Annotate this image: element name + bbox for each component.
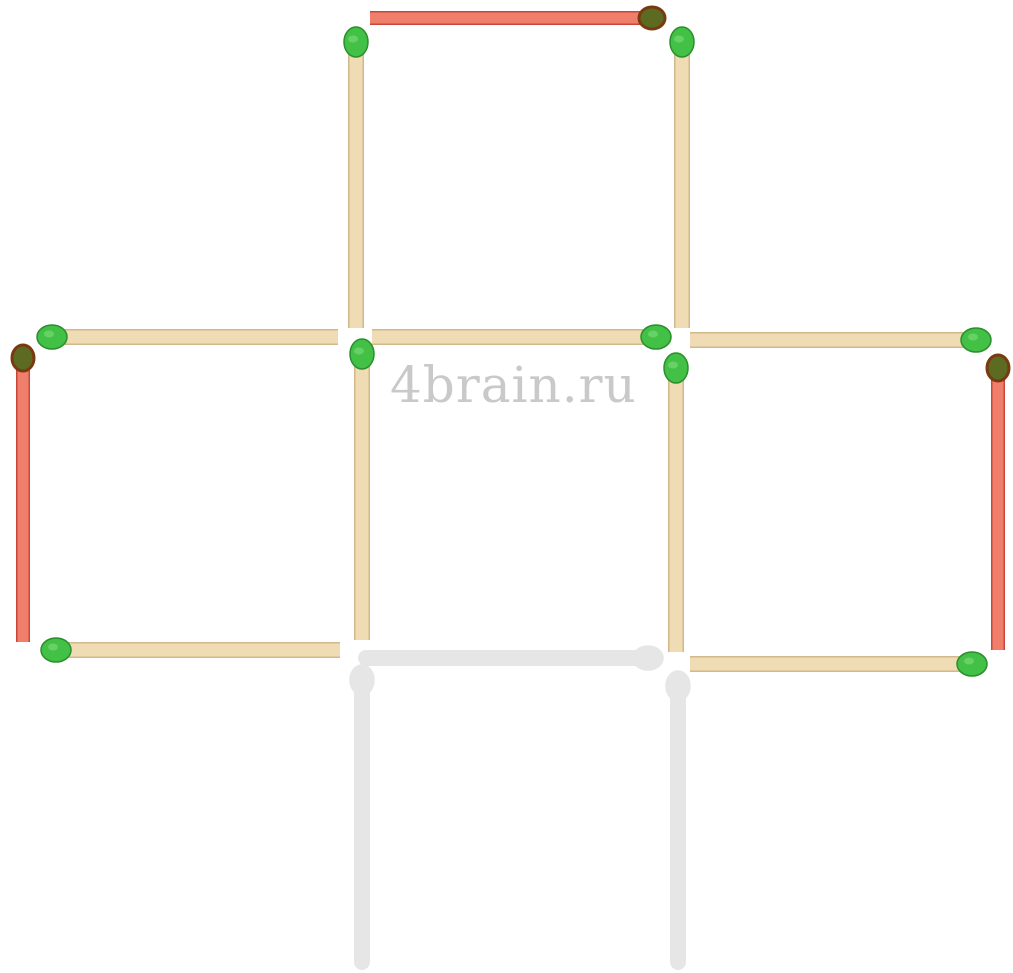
match-head-highlight-icon bbox=[44, 331, 54, 338]
match-head-icon bbox=[37, 325, 67, 349]
watermark-text: 4brain.ru bbox=[390, 356, 637, 414]
match-head-icon bbox=[344, 27, 368, 57]
match-head-highlight-icon bbox=[354, 348, 364, 355]
match-head-icon bbox=[350, 339, 374, 369]
match-head-highlight-icon bbox=[964, 658, 974, 665]
ghost-match-head-icon bbox=[633, 646, 663, 670]
match-head-highlight-icon bbox=[348, 36, 358, 43]
match-head-icon bbox=[41, 638, 71, 662]
match-head-icon bbox=[957, 652, 987, 676]
match-head-highlight-icon bbox=[674, 36, 684, 43]
burnt-match-head-icon bbox=[639, 7, 665, 29]
ghost-match-head-icon bbox=[666, 671, 690, 701]
match-head-highlight-icon bbox=[668, 362, 678, 369]
match-head-highlight-icon bbox=[48, 644, 58, 651]
burnt-match-head-icon bbox=[12, 345, 34, 371]
match-head-icon bbox=[961, 328, 991, 352]
match-head-icon bbox=[670, 27, 694, 57]
match-head-highlight-icon bbox=[648, 331, 658, 338]
burnt-match-head-icon bbox=[987, 355, 1009, 381]
match-head-icon bbox=[664, 353, 688, 383]
match-head-icon bbox=[641, 325, 671, 349]
match-head-highlight-icon bbox=[968, 334, 978, 341]
ghost-match-head-icon bbox=[350, 665, 374, 695]
